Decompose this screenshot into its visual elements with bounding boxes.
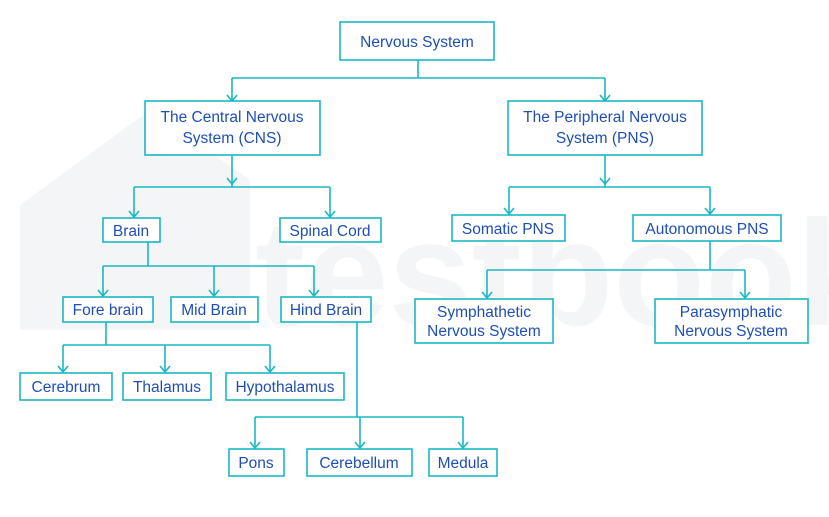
node-label: Somatic PNS [462,221,554,238]
node-label-line2: Nervous System [674,323,788,340]
node-label: Brain [113,223,149,240]
node-label: Autonomous PNS [645,221,768,238]
node-label-line1: The Central Nervous [160,109,303,126]
node-label: Mid Brain [181,302,246,319]
node-label: Pons [238,455,274,472]
node-label: Hind Brain [290,302,362,319]
node-spinal-cord: Spinal Cord [279,217,382,243]
node-label: Thalamus [133,379,201,396]
node-pns: The Peripheral Nervous System (PNS) [507,100,703,156]
node-sympathetic: Symphathetic Nervous System [414,298,554,344]
node-label-line1: Parasymphatic [680,304,783,321]
node-thalamus: Thalamus [122,372,212,401]
node-somatic-pns: Somatic PNS [451,214,566,242]
node-label: Cerebellum [319,455,398,472]
node-hind-brain: Hind Brain [280,296,372,323]
node-medula: Medula [428,448,498,477]
node-label-line2: System (CNS) [182,130,281,147]
node-label-line1: Symphathetic [437,304,531,321]
node-label-line1: The Peripheral Nervous [523,109,687,126]
node-hypothalamus: Hypothalamus [225,372,345,401]
node-cns: The Central Nervous System (CNS) [144,100,321,156]
connectors [57,60,751,450]
node-label: Nervous System [360,34,474,51]
node-autonomous-pns: Autonomous PNS [632,214,782,242]
node-label: Spinal Cord [290,223,371,240]
node-label: Hypothalamus [235,379,334,396]
node-cerebellum: Cerebellum [306,448,413,477]
node-cerebrum: Cerebrum [19,372,113,401]
node-label: Medula [438,455,489,472]
node-label-line2: System (PNS) [556,130,654,147]
node-label: Cerebrum [32,379,101,396]
node-fore-brain: Fore brain [62,296,154,323]
node-parasympathetic: Parasymphatic Nervous System [654,298,809,344]
node-brain: Brain [102,217,161,243]
node-label: Fore brain [73,302,144,319]
node-pons: Pons [228,448,285,477]
node-mid-brain: Mid Brain [170,296,259,323]
node-nervous-system: Nervous System [339,21,495,61]
node-label-line2: Nervous System [427,323,541,340]
